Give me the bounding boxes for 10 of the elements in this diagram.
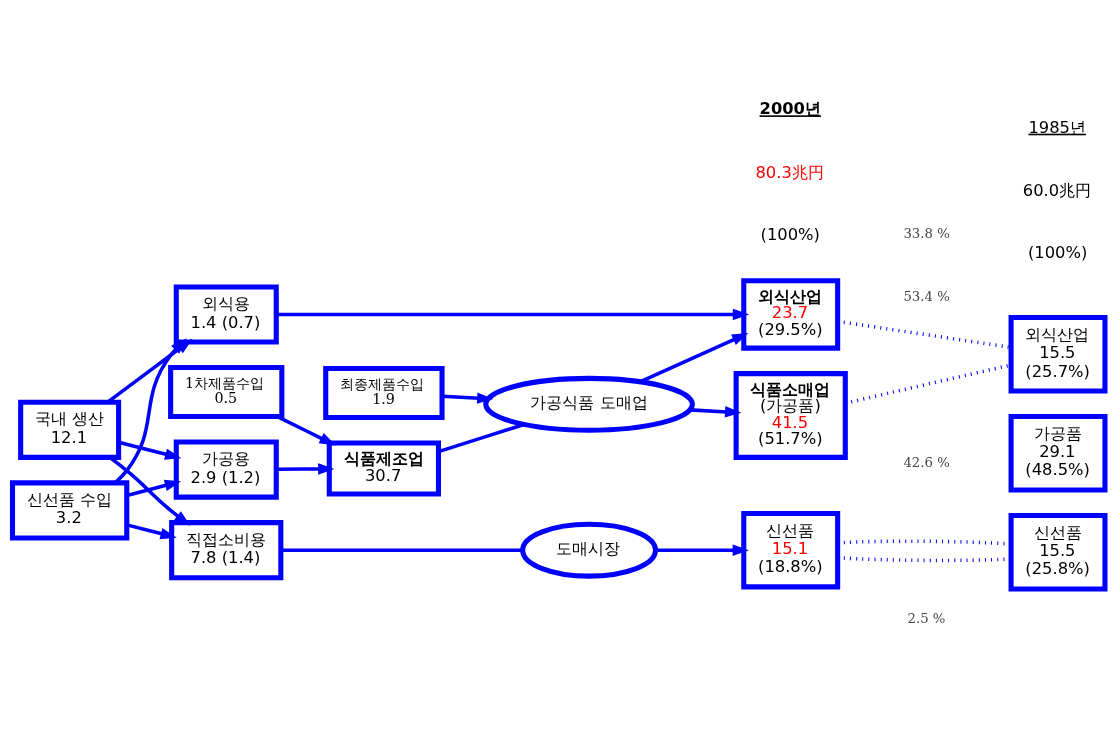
- label: 53.4 %: [903, 288, 950, 304]
- label: 2000년: [759, 99, 821, 119]
- label: (100%): [1027, 243, 1088, 263]
- label: 1985년: [1028, 117, 1086, 137]
- label: 2.5 %: [907, 611, 946, 627]
- label: (100%): [760, 224, 820, 244]
- label: 60.0兆円: [1022, 180, 1092, 200]
- label: 42.6 %: [903, 454, 950, 470]
- label: 80.3兆円: [755, 162, 824, 182]
- label: 33.8 %: [903, 226, 950, 242]
